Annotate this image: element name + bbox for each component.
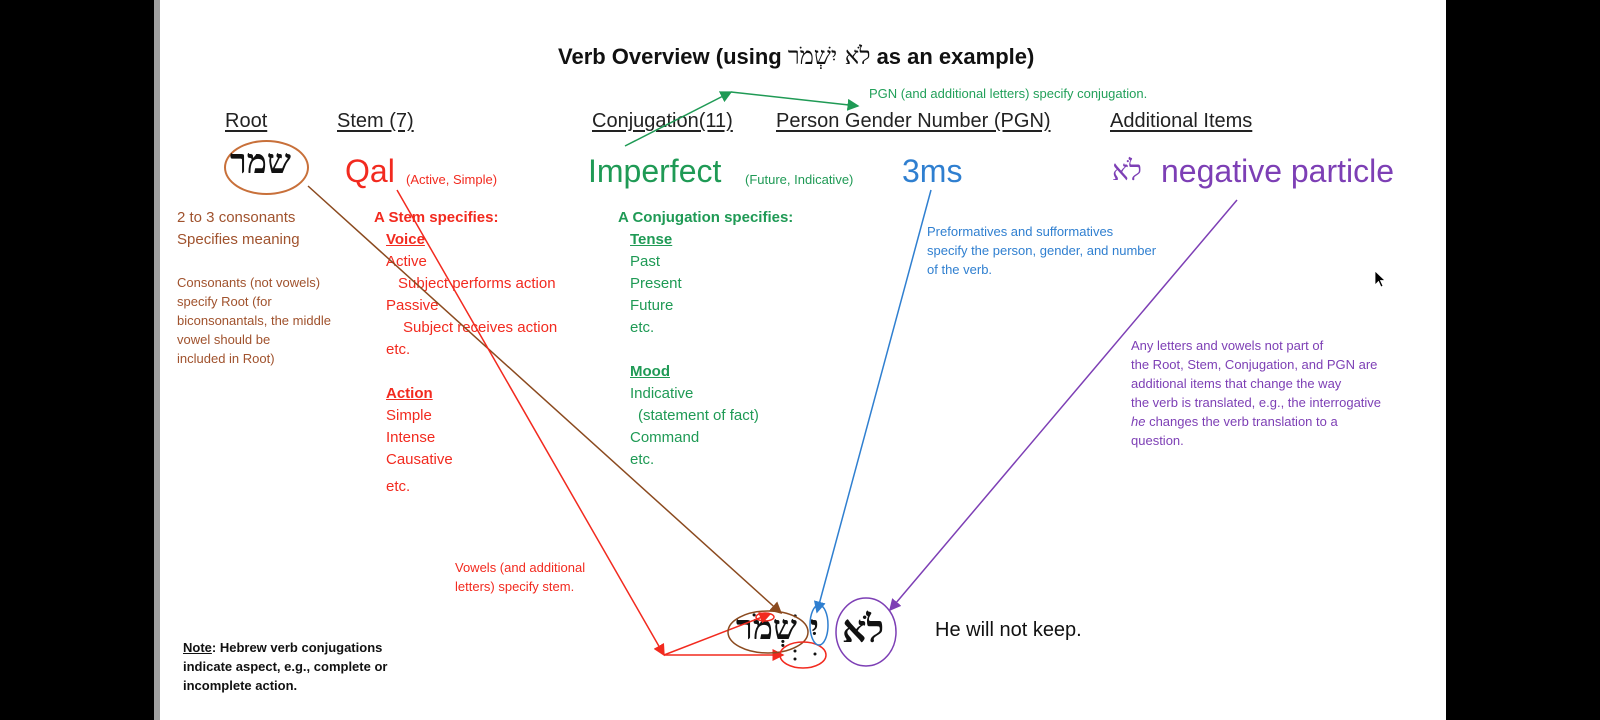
conj-tense-item: etc. (630, 319, 655, 336)
conjugation-value: Imperfect (588, 153, 722, 189)
additional-italic-he: he (1131, 414, 1146, 429)
conjugation-note: (Future, Indicative) (745, 172, 854, 187)
pgn-description: Preformatives and sufformatives specify … (927, 222, 1156, 279)
additional-hebrew: לֹא (1112, 154, 1142, 187)
header-root: Root (225, 110, 268, 132)
stem-voice-item: Active (386, 253, 427, 270)
stem-description: A Stem specifies: Voice Active Subject p… (374, 207, 557, 498)
stem-voice-item: etc. (386, 341, 411, 358)
pgn-line: Preformatives and sufformatives (927, 224, 1114, 239)
conjugation-description: A Conjugation specifies: Tense Past Pres… (618, 207, 793, 471)
conj-mood-item: (statement of fact) (638, 407, 759, 424)
additional-line: he changes the verb translation to a (1131, 412, 1381, 431)
conj-mood-item: Indicative (630, 385, 694, 402)
pgn-line: of the verb. (927, 262, 993, 277)
pgn-line: specify the person, gender, and number (927, 243, 1157, 258)
stem-voice-item: Passive (386, 297, 439, 314)
conj-tense-item: Future (630, 297, 674, 314)
slide-left-edge (154, 0, 160, 720)
stem-voice-item: Subject receives action (403, 319, 558, 336)
additional-line-rest: changes the verb translation to a (1145, 414, 1338, 429)
note-label: Note (183, 640, 212, 655)
additional-line: question. (1131, 433, 1184, 448)
root-oval (224, 140, 309, 195)
conj-mood-item: Command (630, 429, 700, 446)
title-prefix: Verb Overview (using (558, 44, 782, 69)
conj-tense-item: Present (630, 275, 682, 292)
root-note: Consonants (not vowels) specify Root (fo… (177, 273, 331, 368)
additional-value: negative particle (1161, 153, 1395, 189)
stem-action-item: Simple (386, 407, 432, 424)
header-conjugation: Conjugation(11) (592, 110, 733, 132)
root-note-line: biconsonantals, the middle (177, 313, 331, 328)
vowels-note-line: Vowels (and additional (455, 560, 586, 575)
stem-value: Qal (345, 153, 395, 189)
slide-title: Verb Overview (using לֹא יִשְׁמֹר as an … (558, 44, 1034, 68)
stem-action-item: Causative (386, 451, 453, 468)
note-text: indicate aspect, e.g., complete or (183, 659, 388, 674)
final-verb-shamar: שְׁמֹר (736, 608, 797, 648)
conj-mood-label: Mood (630, 363, 670, 380)
root-line: Specifies meaning (177, 231, 300, 248)
note-text: incomplete action. (183, 678, 298, 693)
conj-tense-item: Past (630, 253, 661, 270)
header-pgn: Person Gender Number (PGN) (776, 110, 1051, 132)
vowels-note: Vowels (and additional letters) specify … (455, 558, 585, 596)
conj-heading: A Conjugation specifies: (618, 209, 794, 226)
bottom-note: Note: Hebrew verb conjugations indicate … (183, 638, 387, 695)
header-stem: Stem (7) (337, 110, 414, 132)
translation: He will not keep. (935, 619, 1082, 641)
root-note-line: Consonants (not vowels) (177, 275, 321, 290)
additional-line: additional items that change the way (1131, 376, 1342, 391)
root-note-line: included in Root) (177, 351, 275, 366)
title-hebrew-example: לֹא יִשְׁמֹר (787, 42, 871, 70)
note-text: : Hebrew verb conjugations (211, 640, 383, 655)
vowels-note-line: letters) specify stem. (455, 579, 575, 594)
root-description: 2 to 3 consonants Specifies meaning (177, 207, 300, 251)
green-top-note: PGN (and additional letters) specify con… (869, 86, 1148, 101)
title-suffix: as an example) (876, 44, 1035, 69)
root-hebrew: שמר (230, 142, 291, 182)
mouse-cursor-icon (1374, 270, 1387, 288)
additional-line: Any letters and vowels not part of (1131, 338, 1324, 353)
stem-heading: A Stem specifies: (374, 209, 499, 226)
stem-action-label: Action (386, 385, 433, 402)
conj-tense-label: Tense (630, 231, 673, 248)
stem-voice-item: Subject performs action (398, 275, 556, 292)
stem-note: (Active, Simple) (406, 172, 498, 187)
additional-line: the verb is translated, e.g., the interr… (1131, 395, 1382, 410)
additional-description: Any letters and vowels not part of the R… (1131, 336, 1381, 450)
stem-action-item: etc. (386, 478, 411, 495)
root-note-line: specify Root (for (177, 294, 272, 309)
conj-mood-item: etc. (630, 451, 655, 468)
final-verb-lo: לֹא (842, 606, 885, 651)
root-note-line: vowel should be (177, 332, 271, 347)
pgn-value: 3ms (902, 153, 963, 189)
header-additional: Additional Items (1110, 110, 1253, 132)
final-verb-yod: יִ (810, 608, 819, 648)
stem-voice-label: Voice (386, 231, 425, 248)
root-line: 2 to 3 consonants (177, 209, 296, 226)
stem-action-item: Intense (386, 429, 436, 446)
additional-line: the Root, Stem, Conjugation, and PGN are (1131, 357, 1378, 372)
